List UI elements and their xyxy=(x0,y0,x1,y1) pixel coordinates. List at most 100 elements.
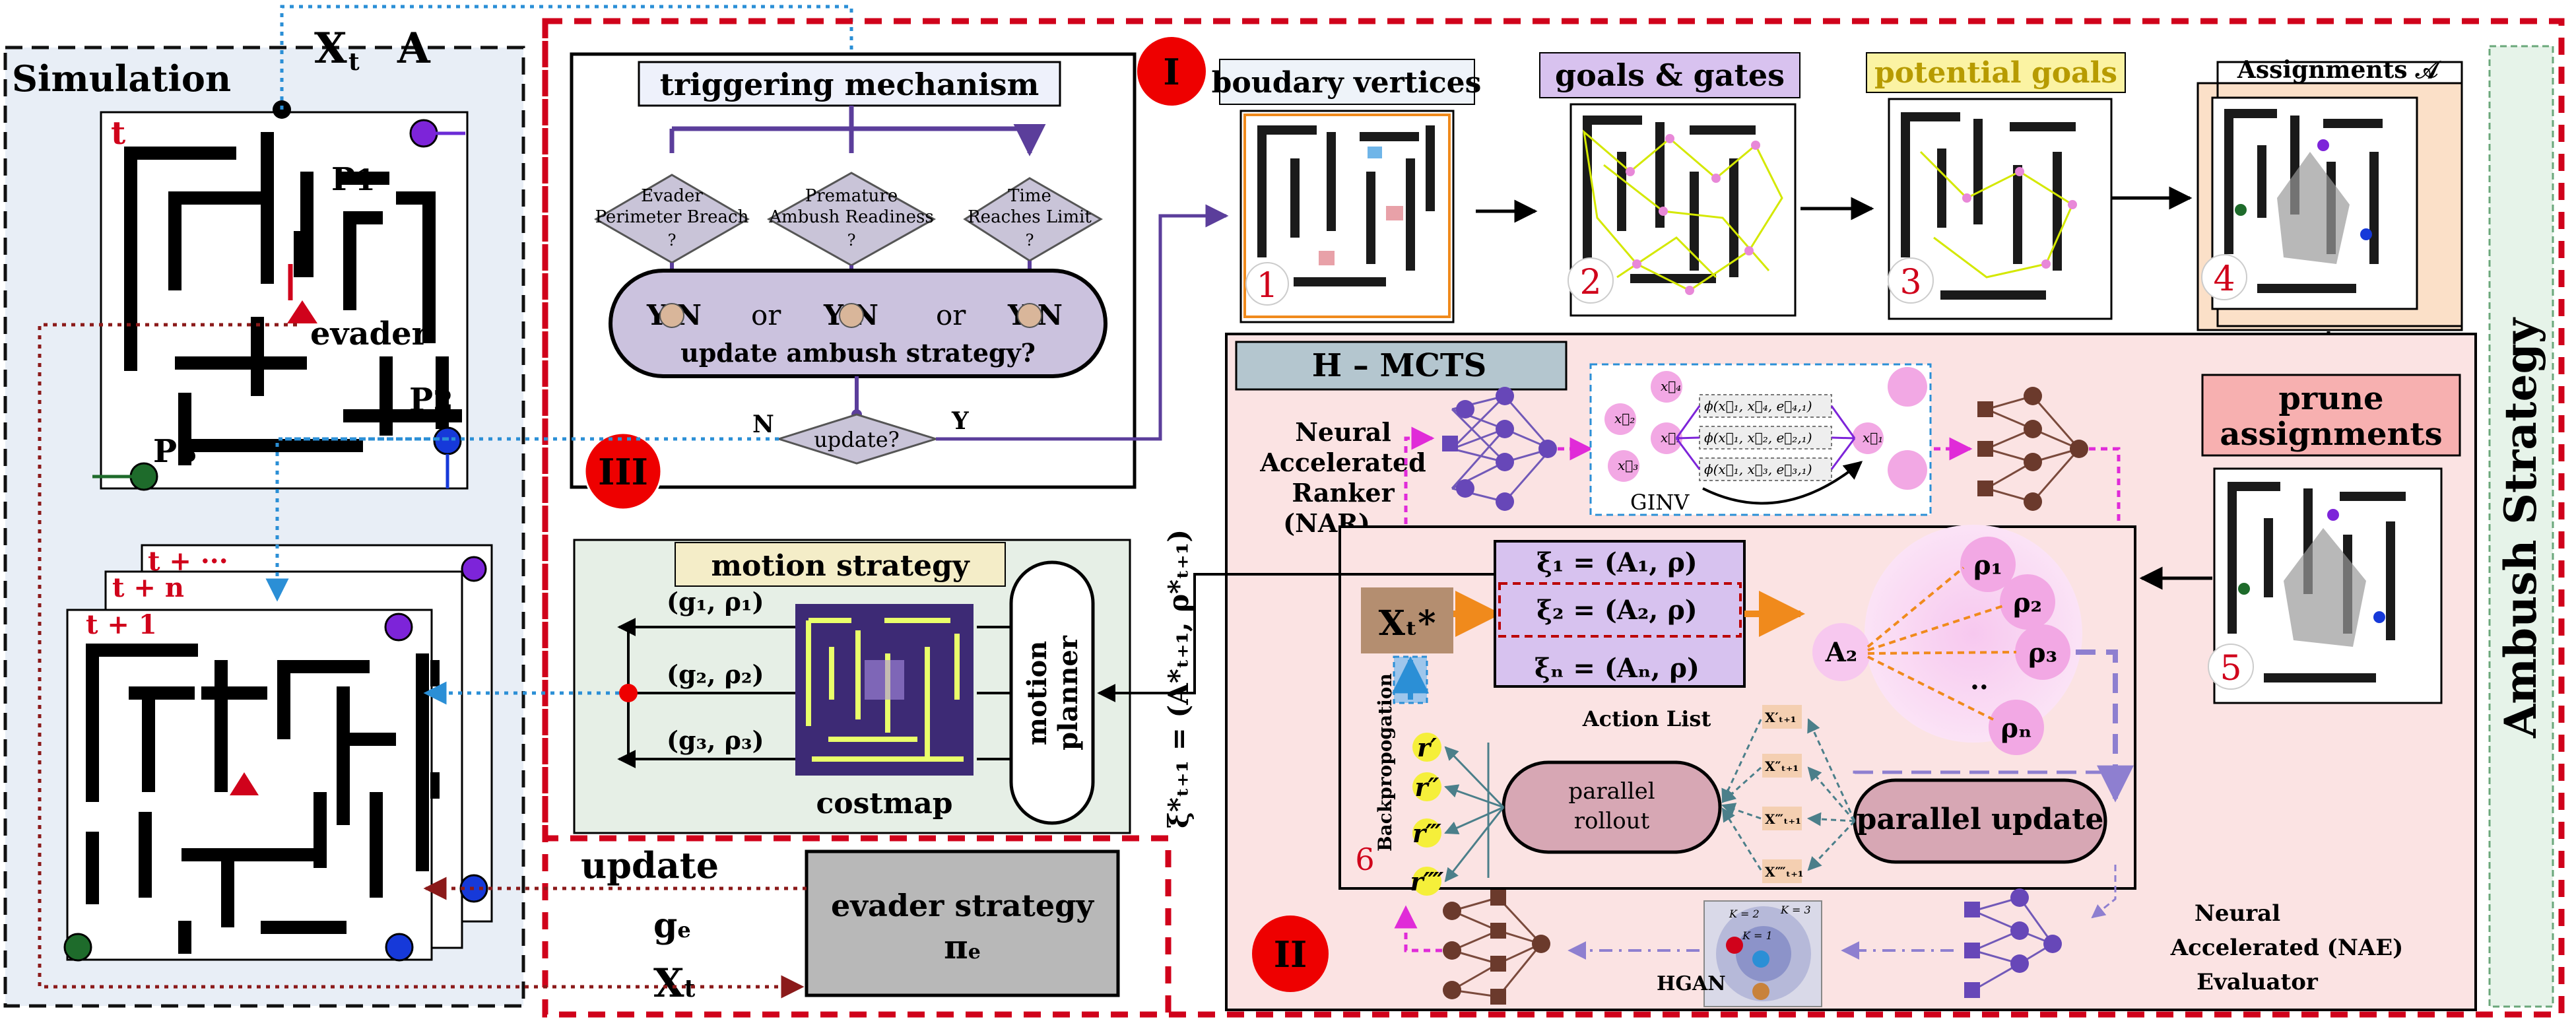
svg-text:2: 2 xyxy=(1579,263,1601,302)
time-label: t xyxy=(111,115,125,152)
goal-3: (g₃, ρ₃) xyxy=(667,725,764,755)
ambush-strategy-side: Ambush Strategy xyxy=(2488,45,2554,1008)
xi-star-label: ξ*ₜ₊₁ = (A*ₜ₊₁, ρ*ₜ₊₁) xyxy=(1162,529,1195,828)
maze-future-stack: t + ··· t + n t + 1 xyxy=(63,544,493,962)
simulation-panel: Simulation X t A t xyxy=(3,24,525,1008)
svg-text:K = 2: K = 2 xyxy=(1729,908,1760,920)
svg-text:Y: Y xyxy=(951,407,970,435)
svg-text:ρₙ: ρₙ xyxy=(2000,713,2031,744)
step1-label: boudary vertices xyxy=(1212,66,1482,100)
condition-perimeter-breach: Evader Perimeter Breach ? xyxy=(594,174,750,264)
svg-text:III: III xyxy=(598,451,648,493)
svg-text:t + n: t + n xyxy=(112,572,184,603)
future-time-label: t + 1 xyxy=(86,609,157,640)
parallel-rollout-box xyxy=(1502,760,1722,854)
condition-time-limit: Time Reaches Limit ? xyxy=(963,177,1103,262)
svg-text:X: X xyxy=(314,24,347,73)
svg-text:Time: Time xyxy=(1008,186,1051,206)
hgan-box: K = 1 K = 2 K = 3 HGAN xyxy=(1657,900,1822,1007)
svg-text:rollout: rollout xyxy=(1574,808,1650,834)
svg-text:4: 4 xyxy=(2213,259,2235,299)
p1-label: P1 xyxy=(331,161,376,198)
svg-text:?: ? xyxy=(1026,231,1034,249)
svg-text:x⃗₄: x⃗₄ xyxy=(1661,378,1681,394)
ambush-strategy-title: Ambush Strategy xyxy=(2495,317,2546,739)
xi1: ξ₁ = (A₁, ρ) xyxy=(1536,547,1697,578)
phase-ii-panel: H – MCTS prune assignments 5 Neural Acce… xyxy=(1225,333,2477,1011)
nae-output-network-icon xyxy=(1443,890,1550,1005)
svg-text:Evaluator: Evaluator xyxy=(2196,969,2319,995)
svg-text:K = 1: K = 1 xyxy=(1742,929,1773,942)
svg-text:Xₜ*: Xₜ* xyxy=(1379,603,1436,644)
phase-i: I boudary vertices 1 goals & gates 2 pot… xyxy=(1137,37,2463,374)
svg-text:?: ? xyxy=(668,231,677,249)
svg-text:r‴: r‴ xyxy=(1412,818,1441,848)
svg-text:1: 1 xyxy=(1256,266,1278,306)
svg-text:or: or xyxy=(936,299,966,331)
svg-text:ϕ(x⃗₁, x⃗₂, e⃗₂,₁): ϕ(x⃗₁, x⃗₂, e⃗₂,₁) xyxy=(1704,430,1812,446)
condition-ambush-readiness: Premature Ambush Readiness ? xyxy=(766,172,937,267)
nar-label: Neural Accelerated Ranker (NAR) xyxy=(1259,417,1426,538)
svg-text:Neural: Neural xyxy=(2195,900,2280,927)
svg-text:evader strategy: evader strategy xyxy=(831,888,1094,923)
svg-text:N: N xyxy=(752,411,774,438)
next-states: X′ₜ₊₁ X″ₜ₊₁ X‴ₜ₊₁ X⁗ₜ₊₁ xyxy=(1762,705,1804,883)
svg-text:Accelerated: Accelerated xyxy=(1259,448,1426,477)
p2-label: P2 xyxy=(409,382,453,418)
svg-text:II: II xyxy=(1274,933,1307,976)
svg-text:3: 3 xyxy=(1899,263,1921,302)
badge-i xyxy=(1137,37,1206,106)
purple-pursuer xyxy=(409,119,438,148)
svg-text:Ambush Readiness: Ambush Readiness xyxy=(768,207,933,227)
svg-text:Perimeter Breach: Perimeter Breach xyxy=(595,207,749,227)
xt-star-box xyxy=(1361,587,1453,653)
svg-text:A₂: A₂ xyxy=(1825,637,1858,668)
svg-text:ρ₃: ρ₃ xyxy=(2028,638,2057,669)
svg-text:x⃗₁: x⃗₁ xyxy=(1863,430,1883,446)
state-flow-arrow xyxy=(265,5,863,602)
backprop-label: Backpropogation xyxy=(1374,673,1396,851)
svg-text:K = 3: K = 3 xyxy=(1780,904,1811,916)
svg-text:πe: πe xyxy=(944,927,981,966)
motion-strategy-panel: motion strategy costmap motion planner (… xyxy=(423,539,1495,834)
xin: ξₙ = (Aₙ, ρ) xyxy=(1535,653,1700,684)
blue-pursuer xyxy=(433,426,462,455)
svg-text:X′ₜ₊₁: X′ₜ₊₁ xyxy=(1765,710,1797,725)
svg-text:Ranker: Ranker xyxy=(1292,478,1395,508)
svg-text:ρ₂: ρ₂ xyxy=(2013,587,2042,618)
svg-text:update?: update? xyxy=(814,427,900,452)
p3-label: P3 xyxy=(153,433,197,470)
badge-ii xyxy=(1252,915,1329,992)
update-label: update xyxy=(581,844,719,886)
svg-text:parallel: parallel xyxy=(1568,778,1655,805)
reward-list: r′r″r‴r⁗ xyxy=(1410,733,1505,896)
svg-text:X‴ₜ₊₁: X‴ₜ₊₁ xyxy=(1765,811,1801,827)
maze-current: t evader P1 P2 P3 xyxy=(92,100,469,491)
svg-text:prune: prune xyxy=(2278,380,2383,417)
step4-label: Assignments 𝒜 xyxy=(2237,56,2441,84)
svg-text:assignments: assignments xyxy=(2220,416,2442,453)
svg-text:··: ·· xyxy=(1970,672,1989,703)
svg-text:parallel update: parallel update xyxy=(1857,803,2104,836)
svg-text:x⃗₂: x⃗₂ xyxy=(1614,411,1635,426)
trigger-title: triggering mechanism xyxy=(660,67,1040,102)
svg-text:t: t xyxy=(348,48,360,76)
motion-title: motion strategy xyxy=(711,549,970,583)
nae-label: Neural Accelerated (NAE) Evaluator xyxy=(2170,900,2403,995)
hmcts-title: H – MCTS xyxy=(1312,347,1487,384)
svg-text:x⃗₃: x⃗₃ xyxy=(1618,457,1638,473)
ginv-box: x⃗₄x⃗₂x⃗₁x⃗₃x⃗₁ ϕ(x⃗₁, x⃗₄, e⃗₄,₁)ϕ(x⃗₁,… xyxy=(1589,363,1932,516)
svg-text:motion: motion xyxy=(1022,641,1053,745)
svg-text:I: I xyxy=(1163,51,1179,93)
svg-text:X″ₜ₊₁: X″ₜ₊₁ xyxy=(1765,758,1799,774)
svg-text:X⁗ₜ₊₁: X⁗ₜ₊₁ xyxy=(1765,864,1804,880)
svg-text:6: 6 xyxy=(1355,842,1374,877)
svg-text:ρ₁: ρ₁ xyxy=(1973,550,2002,581)
nar-output-network-icon xyxy=(1977,387,2088,511)
goal-1: (g₁, ρ₁) xyxy=(667,587,764,616)
ginv-label: GINV xyxy=(1630,490,1690,515)
svg-text:r⁗: r⁗ xyxy=(1410,867,1444,896)
step2-label: goals & gates xyxy=(1555,57,1785,93)
green-pursuer xyxy=(129,462,158,491)
